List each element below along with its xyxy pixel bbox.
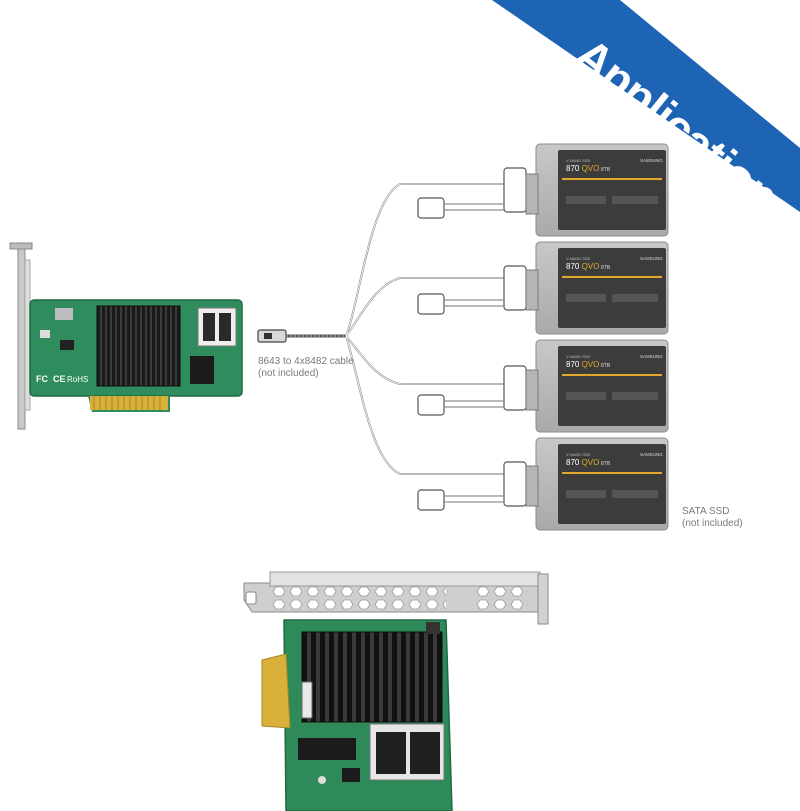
ssd-series-text: V-NAND SSD bbox=[566, 452, 591, 457]
ssd-drive-3: V-NAND SSD 870 QVO 8TB SAMSUNG bbox=[525, 339, 669, 433]
ssd-series-text: V-NAND SSD bbox=[566, 256, 591, 261]
ssd-caption-line1: SATA SSD bbox=[682, 506, 730, 517]
cable-caption: 8643 to 4x8482 cable (not included) bbox=[258, 356, 354, 380]
rohs-mark: RoHS bbox=[67, 375, 88, 384]
ssd-brand-text: SAMSUNG bbox=[640, 354, 663, 359]
ssd-capacity-text: 8TB bbox=[601, 265, 611, 271]
ssd-model-text: 870 QVO bbox=[566, 164, 599, 173]
ssd-brand-text: SAMSUNG bbox=[640, 256, 663, 261]
cable-caption-line1: 8643 to 4x8482 cable bbox=[258, 356, 354, 367]
ssd-drive-2: V-NAND SSD 870 QVO 8TB SAMSUNG bbox=[525, 241, 669, 335]
fcc-mark: FC bbox=[36, 374, 48, 384]
sata-connectors bbox=[417, 167, 527, 511]
breakout-cable bbox=[257, 183, 506, 475]
cable-caption-line2: (not included) bbox=[258, 368, 319, 379]
hba-card-angled-view bbox=[243, 571, 549, 811]
hba-card-side-view: FC CE RoHS bbox=[9, 242, 243, 430]
ssd-model-text: 870 QVO bbox=[566, 360, 599, 369]
ssd-series-text: V-NAND SSD bbox=[566, 354, 591, 359]
ssd-drive-1: V-NAND SSD 870 QVO 8TB SAMSUNG bbox=[525, 143, 669, 237]
ssd-brand-text: SAMSUNG bbox=[640, 158, 663, 163]
ssd-model-text: 870 QVO bbox=[566, 262, 599, 271]
ce-mark: CE bbox=[53, 374, 66, 384]
ssd-caption: SATA SSD (not included) bbox=[682, 506, 743, 530]
ssd-brand-text: SAMSUNG bbox=[640, 452, 663, 457]
ssd-drive-4: V-NAND SSD 870 QVO 8TB SAMSUNG bbox=[525, 437, 669, 531]
ssd-series-text: V-NAND SSD bbox=[566, 158, 591, 163]
ssd-caption-line2: (not included) bbox=[682, 518, 743, 529]
ssd-model-text: 870 QVO bbox=[566, 458, 599, 467]
ssd-capacity-text: 8TB bbox=[601, 167, 611, 173]
ssd-capacity-text: 8TB bbox=[601, 363, 611, 369]
ssd-capacity-text: 8TB bbox=[601, 461, 611, 467]
